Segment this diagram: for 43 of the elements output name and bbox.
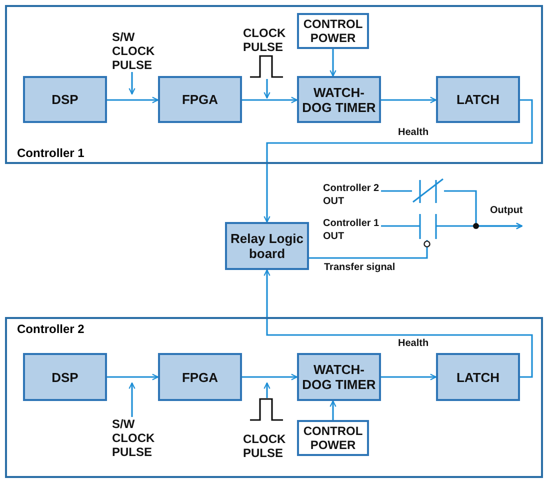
arrow xyxy=(128,382,136,417)
process-box: LATCH xyxy=(436,76,520,123)
process-box: FPGA xyxy=(158,76,242,123)
process-box: FPGA xyxy=(158,353,242,401)
arrow xyxy=(264,269,533,378)
edge-label: Transfer signal xyxy=(324,262,396,273)
signal-text: CLOCK PULSE xyxy=(243,432,287,460)
arrow xyxy=(107,374,159,380)
controller-panel xyxy=(5,317,543,478)
signal-text: S/W CLOCK PULSE xyxy=(112,417,160,459)
input-box: CONTROL POWER xyxy=(297,13,369,49)
arrow xyxy=(128,72,136,95)
panel-title: Controller 1 xyxy=(17,146,84,160)
signal-line xyxy=(309,240,430,259)
arrow xyxy=(381,96,437,104)
input-label: Controller 2 OUT xyxy=(323,182,381,208)
arrow xyxy=(330,400,336,420)
output-label: Output xyxy=(490,204,522,226)
edge-label: Health xyxy=(398,127,429,138)
arrow xyxy=(436,222,523,230)
arrow xyxy=(381,374,437,380)
arrow xyxy=(242,374,298,380)
controller-panel xyxy=(5,5,543,164)
arrow xyxy=(264,79,270,99)
arrow xyxy=(242,96,298,104)
arrow xyxy=(264,382,270,398)
process-box: DSP xyxy=(23,353,107,401)
process-box: LATCH xyxy=(436,353,520,401)
input-box: CONTROL POWER xyxy=(297,420,369,456)
signal-text: S/W CLOCK PULSE xyxy=(112,30,160,72)
input-label: Controller 1 OUT xyxy=(323,217,381,243)
process-box: DSP xyxy=(23,76,107,123)
signal-line xyxy=(381,225,420,227)
process-box: Relay Logic board xyxy=(225,222,309,270)
process-box: WATCH- DOG TIMER xyxy=(297,353,381,401)
arrow xyxy=(264,99,533,223)
signal-line xyxy=(381,190,412,192)
edge-label: Health xyxy=(398,338,429,349)
process-box: WATCH- DOG TIMER xyxy=(297,76,381,123)
panel-title: Controller 2 xyxy=(17,322,84,336)
arrow xyxy=(107,96,159,104)
arrow xyxy=(330,49,336,77)
signal-text: CLOCK PULSE xyxy=(243,26,287,54)
